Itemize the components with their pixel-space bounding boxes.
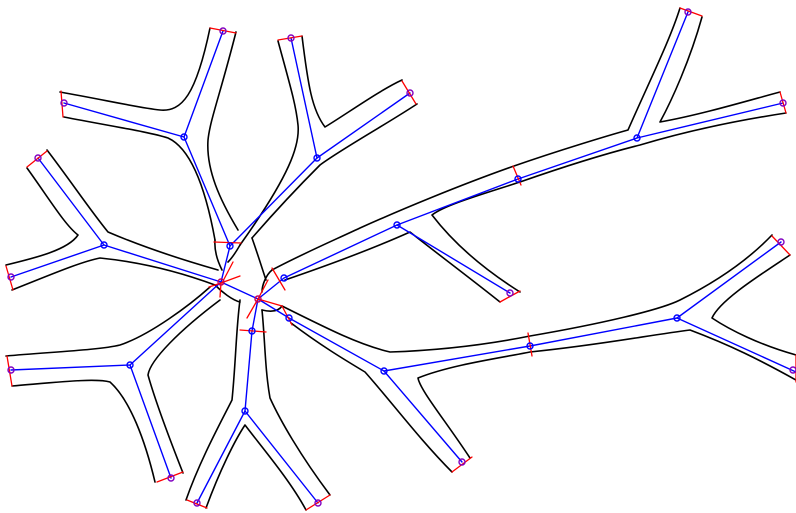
skeleton-left-b	[10, 244, 105, 278]
skeleton-lower-right-c	[676, 317, 796, 373]
node-j14	[514, 175, 522, 183]
endpoint-e1	[219, 27, 227, 35]
endpoint-e11	[458, 458, 466, 466]
node-j2	[180, 133, 188, 141]
cut-hub-b	[221, 261, 234, 284]
cut-hub-a	[213, 241, 242, 244]
cut-bottom-center-end	[186, 499, 208, 509]
tube-outlines	[5, 7, 796, 511]
cut-bottom-left-end	[6, 355, 13, 387]
skeleton-hub-c1	[220, 281, 259, 300]
endpoint-e12	[777, 238, 785, 246]
cut-top-center-end-b	[401, 80, 417, 105]
cut-lower-right-mid	[527, 332, 533, 357]
skeleton-lower-right	[257, 241, 782, 372]
outline-branch-lower-right	[281, 234, 796, 473]
outline-branch-top-center	[239, 35, 418, 246]
node-j11	[673, 314, 681, 322]
cut-c1-c	[257, 298, 283, 307]
outline-branch-top-left	[59, 27, 239, 241]
node-j10	[526, 342, 534, 350]
node-j12	[280, 274, 288, 282]
node-j7	[241, 407, 249, 415]
skeleton-bottom-left	[10, 281, 222, 371]
skeleton-lower-right-b	[383, 370, 463, 463]
node-j9	[380, 367, 388, 375]
endpoint-e3	[287, 34, 295, 42]
cut-top-left-end	[209, 27, 237, 34]
cut-top-left-end-b	[60, 90, 64, 118]
cut-c1-f	[271, 267, 286, 291]
endpoint-e2	[60, 99, 68, 107]
skeleton-bottom-left-b	[129, 364, 172, 479]
endpoint-e14	[684, 8, 692, 16]
node-j5	[126, 361, 134, 369]
skeleton-upper-right-c	[396, 224, 511, 294]
skeleton-bottom-center-b	[244, 410, 319, 504]
skeleton-upper-right	[257, 11, 689, 300]
cut-bottom-center-end-b	[305, 494, 331, 511]
node-j3	[313, 154, 321, 162]
skeleton-top-center-b	[316, 92, 411, 159]
endpoint-e8	[167, 474, 175, 482]
node-j8	[285, 314, 293, 322]
outline-branch-bottom-left	[5, 286, 221, 483]
endpoint-e7	[7, 366, 15, 374]
skeleton-upper-right-b	[636, 102, 784, 139]
node-j13	[393, 221, 401, 229]
endpoint-e5	[34, 154, 42, 162]
endpoint-e10	[314, 499, 322, 507]
skeleton-bottom-center	[196, 298, 259, 504]
cut-bottom-left-end-b	[156, 471, 184, 483]
skeleton-top-left-b	[63, 102, 185, 138]
cut-c1-d	[239, 329, 267, 333]
node-j6	[248, 327, 256, 335]
endpoint-e4	[406, 89, 414, 97]
node-c1	[254, 295, 262, 303]
endpoint-e16	[506, 289, 514, 297]
endpoint-e15	[779, 99, 787, 107]
outline-branch-left	[5, 149, 219, 291]
node-j4	[100, 241, 108, 249]
endpoint-e9	[193, 499, 201, 507]
cut-top-center-end	[277, 35, 303, 41]
cut-left-end	[26, 150, 48, 168]
endpoint-e6	[7, 273, 15, 281]
cross-section-cuts	[5, 7, 796, 511]
outline-hub	[214, 237, 283, 312]
cut-upper-right-end-b	[779, 91, 787, 114]
skeleton-endpoints	[7, 8, 796, 507]
cut-left-end-b	[5, 265, 14, 291]
node-j15	[633, 134, 641, 142]
skeleton-top-left	[183, 30, 231, 283]
skeleton-lines	[10, 11, 796, 504]
node-hub	[217, 278, 225, 286]
outline-branch-upper-right	[271, 7, 787, 303]
skeleton-nodes	[100, 133, 681, 415]
node-j1	[226, 242, 234, 250]
outline-branch-bottom-center	[185, 299, 331, 511]
endpoint-e13	[789, 366, 796, 374]
